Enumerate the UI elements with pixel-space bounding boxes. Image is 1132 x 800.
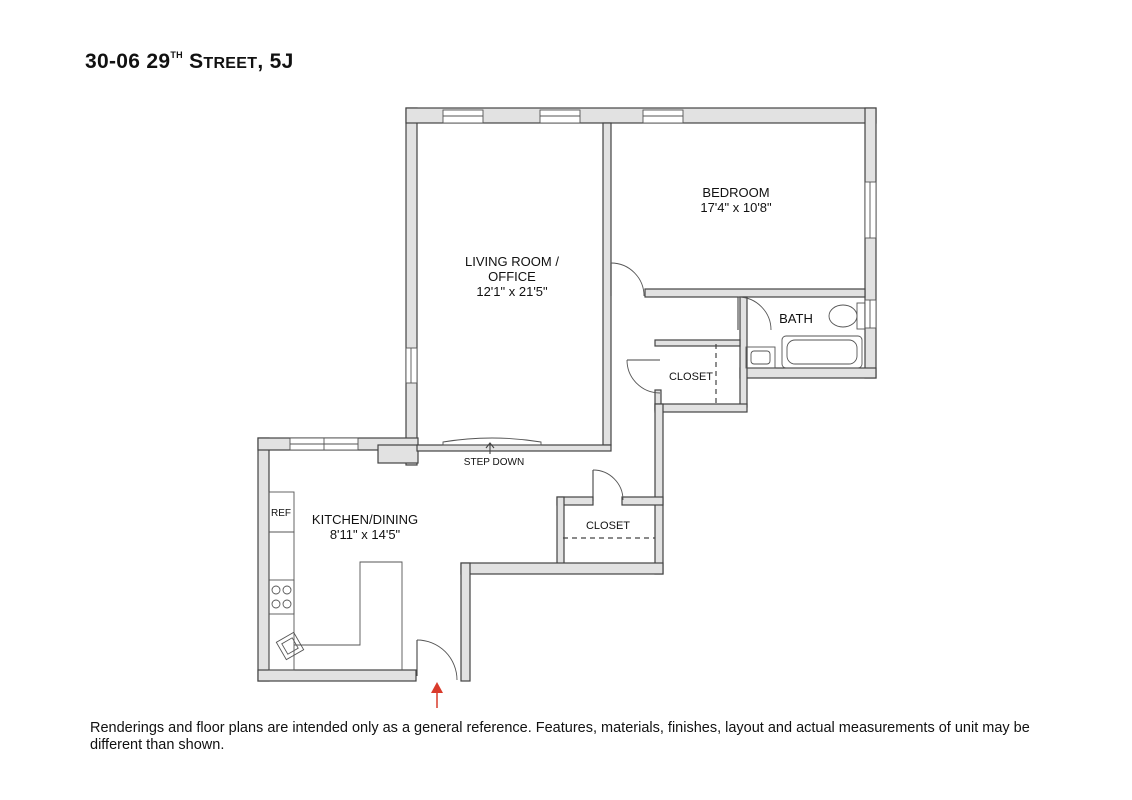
closet-upper-label: CLOSET bbox=[669, 371, 713, 383]
sink-basin bbox=[750, 350, 771, 365]
window-living-1 bbox=[442, 109, 484, 124]
wall-step-landing bbox=[416, 444, 612, 452]
wall-kitchen-bottom bbox=[257, 669, 417, 682]
living-room-label-1: LIVING ROOM / bbox=[465, 254, 559, 269]
door-entry-swing bbox=[416, 639, 458, 681]
door-closet-lower-swing bbox=[592, 469, 624, 501]
disclaimer-text: Renderings and floor plans are intended … bbox=[90, 720, 1030, 753]
closet-lower-label: CLOSET bbox=[586, 520, 630, 532]
burner-1 bbox=[271, 585, 281, 595]
door-living-swing bbox=[610, 262, 645, 297]
wall-closet-lower-left bbox=[556, 496, 565, 566]
street-initial: S bbox=[189, 50, 204, 73]
bathtub-basin bbox=[786, 339, 858, 365]
wall-kitchen-left bbox=[257, 437, 270, 682]
walls bbox=[257, 107, 877, 682]
wall-right bbox=[864, 107, 877, 379]
ordinal-suffix: TH bbox=[170, 50, 183, 60]
window-bedroom-top bbox=[642, 109, 684, 124]
window-living-left bbox=[405, 347, 418, 384]
wall-kitchen-right bbox=[460, 562, 471, 682]
step-down-platform bbox=[442, 437, 542, 446]
wall-corridor-right bbox=[654, 403, 664, 575]
kitchen-sink bbox=[275, 631, 305, 661]
step-down-arrowhead bbox=[485, 442, 495, 449]
toilet-bowl bbox=[828, 304, 858, 328]
address-number: 30-06 29 bbox=[85, 50, 171, 73]
entry-arrow bbox=[431, 682, 443, 708]
kitchen-fixtures bbox=[268, 491, 403, 671]
kitchen-sink-basin bbox=[281, 637, 299, 655]
bath-fixtures bbox=[745, 302, 866, 369]
doors bbox=[416, 262, 772, 681]
living-room-label-2: OFFICE bbox=[488, 269, 536, 284]
kitchen-dimensions: 8'11" x 14'5" bbox=[330, 527, 401, 542]
wall-bath-bottom bbox=[739, 367, 877, 379]
wall-closet-lower-top-right bbox=[621, 496, 664, 506]
wall-stub bbox=[377, 444, 419, 464]
bedroom-label: BEDROOM bbox=[702, 185, 769, 200]
door-closet-upper-swing bbox=[626, 359, 661, 394]
step-down-label: STEP DOWN bbox=[464, 457, 524, 468]
bathtub bbox=[781, 335, 863, 369]
burner-3 bbox=[271, 599, 281, 609]
wall-living-left bbox=[405, 107, 418, 466]
window-bedroom-right bbox=[864, 181, 877, 239]
living-room-dimensions: 12'1" x 21'5" bbox=[476, 284, 548, 299]
window-living-2 bbox=[539, 109, 581, 124]
burner-2 bbox=[282, 585, 292, 595]
wall-closet-upper-bottom bbox=[654, 403, 748, 413]
wall-living-bedroom bbox=[602, 122, 612, 446]
counter-island bbox=[294, 561, 403, 670]
toilet-tank bbox=[856, 302, 866, 330]
bedroom-dimensions: 17'4" x 10'8" bbox=[700, 200, 772, 215]
kitchen-label: KITCHEN/DINING bbox=[312, 512, 418, 527]
wall-bedroom-bottom bbox=[644, 288, 866, 298]
wall-lower-bottom bbox=[460, 562, 664, 575]
door-bath-swing bbox=[737, 296, 772, 331]
wall-closet-upper-top bbox=[654, 339, 741, 347]
bath-label: BATH bbox=[779, 311, 813, 326]
plan-title: 30-06 29TH STREET, 5J bbox=[85, 50, 294, 74]
sink bbox=[745, 346, 776, 369]
windows bbox=[289, 109, 877, 451]
street-rest: TREET bbox=[203, 55, 258, 72]
stove bbox=[268, 579, 295, 615]
unit-number: , 5J bbox=[257, 50, 294, 73]
refrigerator-label: REF bbox=[271, 508, 291, 519]
burner-4 bbox=[282, 599, 292, 609]
window-bath bbox=[864, 299, 877, 329]
